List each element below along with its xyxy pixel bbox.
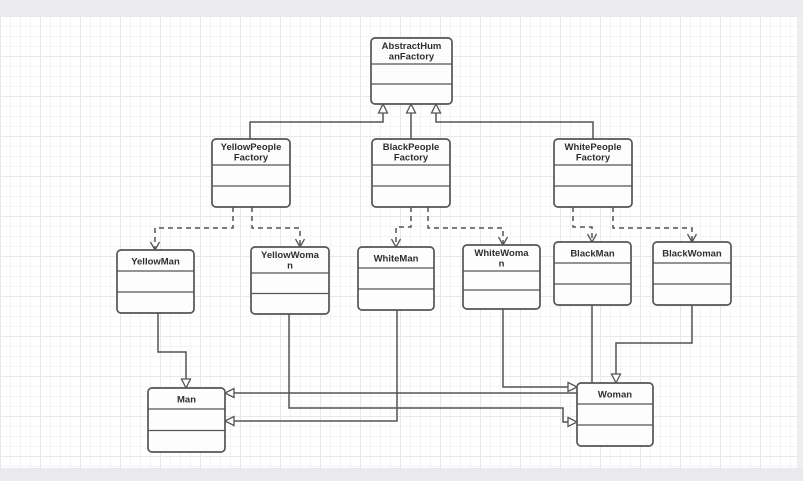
edge-dependency-yellow-people-factory-to-yellow-woman[interactable] <box>251 207 306 249</box>
class-title-black-woman: BlackWoman <box>662 249 722 260</box>
edge-dependency-black-people-factory-to-white-man[interactable] <box>390 207 412 249</box>
class-box-man[interactable] <box>147 387 226 453</box>
class-box-white-people-factory[interactable] <box>553 138 633 208</box>
class-box-yellow-man[interactable] <box>116 249 195 314</box>
class-box-woman[interactable] <box>576 382 654 447</box>
class-node-man[interactable]: Man <box>147 387 226 453</box>
class-box-black-woman[interactable] <box>652 241 732 306</box>
edge-generalization-black-woman-to-woman[interactable] <box>616 305 693 383</box>
edge-generalization-white-people-factory-to-abstract-human-factory[interactable] <box>436 104 594 139</box>
class-box-white-woman[interactable] <box>462 244 541 310</box>
class-box-yellow-woman[interactable] <box>250 246 330 315</box>
class-node-black-man[interactable]: BlackMan <box>553 241 632 306</box>
class-box-abstract-human-factory[interactable] <box>370 37 453 105</box>
class-title-man: Man <box>177 395 196 406</box>
class-title-black-man: BlackMan <box>570 249 615 260</box>
class-node-yellow-man[interactable]: YellowMan <box>116 249 195 314</box>
window-chrome-bottom <box>0 468 803 481</box>
edge-dependency-white-people-factory-to-black-woman[interactable] <box>612 207 698 244</box>
class-box-yellow-people-factory[interactable] <box>211 138 291 208</box>
edge-dependency-black-people-factory-to-white-woman[interactable] <box>427 207 509 247</box>
class-node-woman[interactable]: Woman <box>576 382 654 447</box>
class-title-white-man: WhiteMan <box>374 254 419 265</box>
edge-dependency-white-people-factory-to-black-man[interactable] <box>572 207 598 244</box>
edge-dependency-yellow-people-factory-to-yellow-man[interactable] <box>149 207 234 252</box>
edge-generalization-yellow-people-factory-to-abstract-human-factory[interactable] <box>249 104 383 139</box>
class-node-black-woman[interactable]: BlackWoman <box>652 241 732 306</box>
class-box-white-man[interactable] <box>357 246 435 311</box>
window-chrome-top <box>0 0 803 16</box>
edge-generalization-white-woman-to-woman[interactable] <box>502 309 577 387</box>
class-title-yellow-man: YellowMan <box>131 257 180 268</box>
canvas-right-gutter <box>797 16 803 468</box>
edge-generalization-black-man-to-man[interactable] <box>225 305 593 393</box>
class-box-black-man[interactable] <box>553 241 632 306</box>
edge-generalization-white-man-to-man[interactable] <box>225 310 398 421</box>
class-node-white-man[interactable]: WhiteMan <box>357 246 435 311</box>
edge-generalization-yellow-woman-to-woman[interactable] <box>288 314 577 422</box>
class-box-black-people-factory[interactable] <box>371 138 451 208</box>
class-title-woman: Woman <box>598 390 632 401</box>
edge-generalization-yellow-man-to-man[interactable] <box>157 313 186 388</box>
